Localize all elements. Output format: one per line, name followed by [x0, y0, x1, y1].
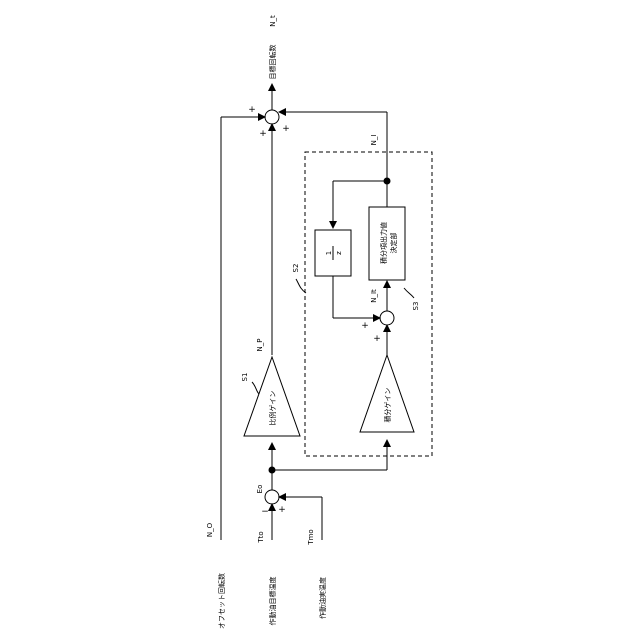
oil-target-symbol: Tto: [257, 531, 265, 543]
target-speed-label: 目標回転数: [268, 45, 277, 80]
ref-s3: S3: [412, 302, 420, 311]
actual-temp-minus-sign: −: [261, 507, 269, 517]
ref-s1-leader: [252, 382, 259, 394]
delay-numerator: 1: [325, 251, 333, 255]
error-symbol: Eo: [256, 485, 264, 494]
integral-gain-plus-sign: +: [373, 334, 381, 344]
ref-s2: S2: [292, 264, 300, 273]
integral-output-decision-label-1: 積分項出力値: [379, 222, 388, 264]
proportional-gain-label: 比例ゲイン: [268, 391, 277, 426]
ref-s1: S1: [241, 373, 249, 382]
ref-s3-leader: [404, 288, 414, 298]
error-sum-junction: [265, 490, 279, 504]
target-speed-symbol: N_t: [269, 15, 277, 27]
integral-temp-symbol: N_It: [370, 289, 378, 303]
oil-actual-symbol: Tmo: [307, 529, 315, 545]
integral-plus-sign: +: [282, 124, 290, 134]
offset-speed-label: オフセット回転数: [217, 573, 226, 629]
integral-sum-junction: [380, 311, 394, 325]
delay-denominator: z: [335, 251, 343, 255]
delay-plus-sign: +: [361, 321, 369, 331]
offset-plus-sign: +: [248, 105, 256, 115]
integral-output-decision-label-2: 決定部: [389, 233, 398, 254]
integral-gain-label: 積分ゲイン: [383, 388, 392, 423]
output-sum-junction: [265, 110, 279, 124]
offset-symbol: N_O: [206, 522, 214, 537]
proportional-plus-sign: +: [259, 129, 267, 139]
oil-actual-temp-label: 作動油実温度: [318, 577, 327, 619]
target-temp-plus-sign: +: [278, 505, 286, 515]
integral-symbol: N_I: [370, 135, 378, 146]
oil-target-temp-label: 作動油目標温度: [268, 577, 277, 626]
proportional-symbol: N_P: [256, 339, 264, 352]
